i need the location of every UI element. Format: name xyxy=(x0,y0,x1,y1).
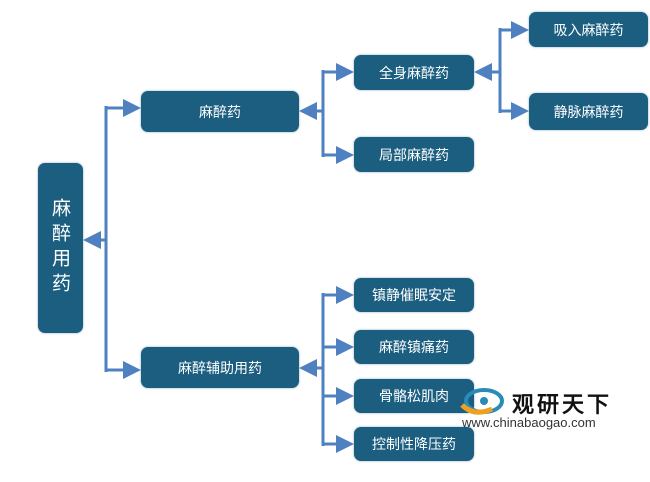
node-local-anesthetics: 局部麻醉药 xyxy=(354,137,474,172)
node-anesthetics: 麻醉药 xyxy=(141,91,299,132)
root-node: 麻醉用药 xyxy=(38,163,83,333)
watermark: 观研天下 www.chinabaogao.com xyxy=(458,385,648,440)
node-muscle-relaxant: 骨骼松肌肉 xyxy=(354,379,474,413)
node-general-anesthetics: 全身麻醉药 xyxy=(354,55,474,90)
watermark-name: 观研天下 xyxy=(512,393,613,418)
node-hypotensive: 控制性降压药 xyxy=(354,427,474,461)
logo-icon xyxy=(460,388,504,415)
watermark-url: www.chinabaogao.com xyxy=(462,415,596,430)
node-intravenous: 静脉麻醉药 xyxy=(529,93,648,130)
node-adjuvants: 麻醉辅助用药 xyxy=(141,347,299,388)
node-sedative: 镇静催眠安定 xyxy=(354,278,474,312)
node-inhalation: 吸入麻醉药 xyxy=(529,12,648,47)
node-analgesic: 麻醉镇痛药 xyxy=(354,330,474,364)
